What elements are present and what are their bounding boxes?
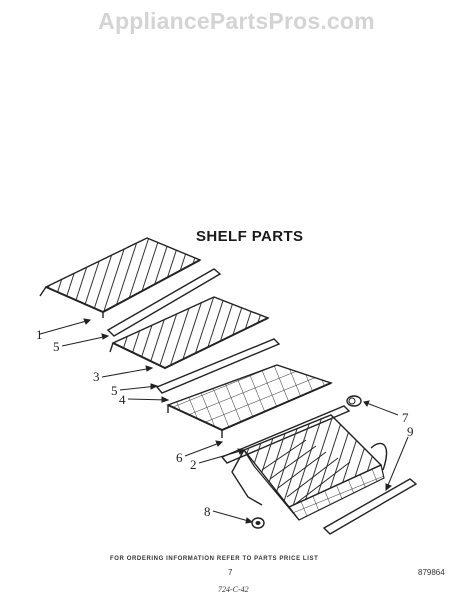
- shelf-trim-strip-lower: [155, 338, 281, 394]
- callout-8: 8: [204, 504, 211, 519]
- callout-9: 9: [407, 424, 414, 439]
- diagram-title: SHELF PARTS: [196, 228, 304, 245]
- grid-shelf: [166, 364, 333, 438]
- middle-wire-shelf: [109, 296, 270, 370]
- callout-4: 4: [119, 392, 126, 407]
- callout-2: 2: [190, 457, 197, 472]
- callout-3: 3: [93, 369, 100, 384]
- wire-basket: [231, 414, 388, 521]
- watermark: AppliancePartsPros.com: [98, 8, 375, 34]
- end-cap: [346, 395, 362, 407]
- callout-5-lower: 5: [111, 383, 118, 398]
- ordering-note: FOR ORDERING INFORMATION REFER TO PARTS …: [110, 556, 319, 562]
- top-wire-shelf: [39, 237, 202, 318]
- long-trim-strip: [322, 478, 418, 535]
- callout-1: 1: [36, 327, 43, 342]
- shelf-trim-strip-upper: [106, 268, 222, 337]
- callout-5-upper: 5: [53, 339, 60, 354]
- drawing-part-number: 879864: [418, 568, 445, 577]
- callout-7: 7: [402, 410, 409, 425]
- bumper-stud: [251, 517, 265, 529]
- handwritten-code: 724-C-42: [218, 585, 249, 594]
- callout-6: 6: [176, 450, 183, 465]
- page-number: 7: [228, 568, 233, 577]
- leader-lines: [39, 318, 409, 524]
